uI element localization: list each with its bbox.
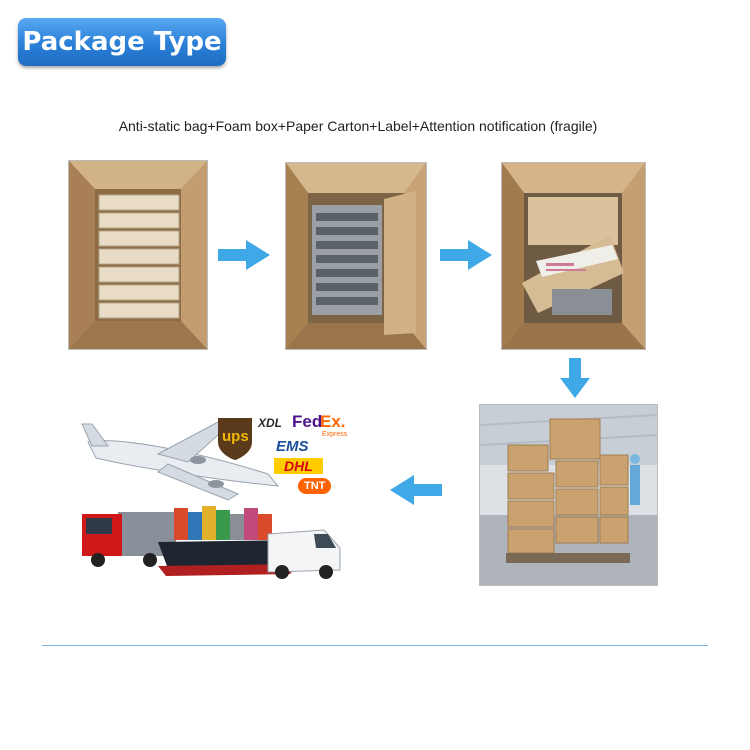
dhl-logo-text: DHL	[274, 458, 323, 474]
ems-logo-text: EMS	[276, 438, 309, 455]
arrow-right-icon-2	[440, 240, 492, 270]
page-title-badge: Package Type	[18, 18, 226, 66]
container-ship-icon	[158, 506, 298, 576]
arrow-down-icon	[560, 358, 590, 398]
arrow-right-icon	[218, 240, 270, 270]
truck-icon	[82, 512, 176, 567]
xdl-logo-text: XDL	[258, 416, 282, 430]
packaging-photo-foam	[285, 162, 427, 350]
ups-logo-text: ups	[222, 428, 249, 445]
tnt-logo-text: TNT	[298, 478, 332, 494]
fedex-logo-ex: Ex.	[320, 412, 346, 431]
ups-logo-icon	[218, 418, 252, 460]
package-caption: Anti-static bag+Foam box+Paper Carton+La…	[118, 118, 598, 134]
packaging-photo-label	[501, 162, 646, 350]
fedex-express-label: Express	[322, 431, 348, 438]
warehouse-pallet-photo	[479, 404, 658, 586]
section-divider	[42, 645, 708, 646]
packaging-photo-boxes	[68, 160, 208, 350]
airplane-icon	[81, 421, 280, 501]
page-title: Package Type	[22, 27, 222, 57]
shipping-carriers-collage: ups XDL Fed Ex. Express EMS DHL TNT	[78, 402, 378, 584]
fedex-logo-fed: Fed	[292, 412, 323, 431]
van-icon	[267, 529, 341, 579]
arrow-left-icon	[390, 475, 442, 505]
